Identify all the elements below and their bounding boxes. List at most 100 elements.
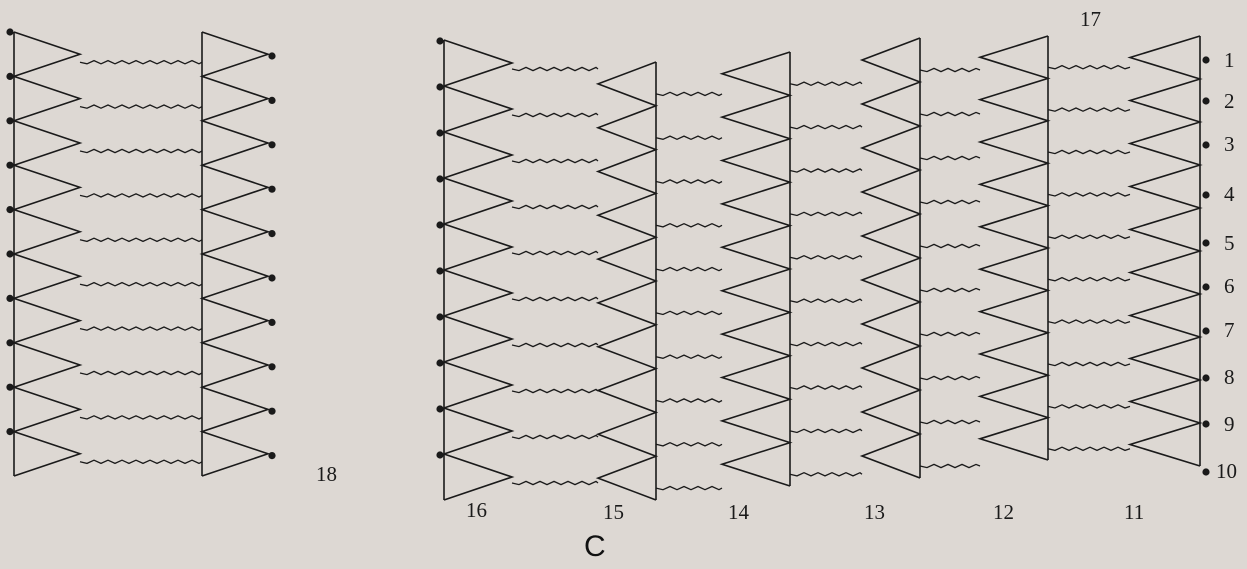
wire (1047, 361, 1131, 367)
terminal-dot (268, 318, 276, 326)
wire (511, 112, 599, 118)
column-label-17: 17 (1080, 7, 1101, 31)
terminal-dot (6, 117, 14, 125)
row-label-3: 3 (1224, 132, 1235, 156)
wire (655, 179, 723, 184)
triangle-ladder-14 (719, 51, 793, 487)
wire (919, 463, 981, 469)
wire (511, 388, 599, 394)
wire (79, 193, 203, 198)
terminal-dot (436, 221, 444, 229)
terminal-dot (436, 267, 444, 275)
wire (511, 296, 599, 302)
wire (919, 419, 981, 425)
row-label-7: 7 (1224, 318, 1235, 342)
row-label-4: 4 (1224, 182, 1235, 206)
wire (655, 398, 723, 403)
terminal-dot (268, 230, 276, 238)
wire (655, 441, 723, 447)
terminal-dot (6, 28, 14, 36)
terminal-dot (6, 206, 14, 214)
triangle-ladder-12 (977, 35, 1051, 461)
wire (789, 168, 863, 173)
wire (789, 471, 863, 477)
wire (1047, 149, 1131, 155)
wire (655, 266, 723, 272)
wire (511, 434, 599, 440)
terminal-dot (268, 407, 276, 415)
row-label-8: 8 (1224, 365, 1235, 389)
wire (1047, 319, 1131, 324)
wire (789, 254, 863, 260)
panel-letter: C (584, 530, 606, 563)
wire (79, 415, 203, 420)
wire (1047, 234, 1131, 240)
terminal-dot (268, 141, 276, 149)
terminal-dot (1202, 468, 1210, 476)
wire (1047, 192, 1131, 197)
wire (79, 237, 203, 243)
wire (919, 287, 981, 293)
terminal-dot (268, 274, 276, 282)
column-label-15: 15 (603, 500, 624, 524)
wire (919, 199, 981, 205)
wire (79, 59, 203, 65)
wire (79, 148, 203, 154)
column-label-11: 11 (1124, 500, 1145, 524)
wire (1047, 404, 1131, 409)
terminal-dot (268, 96, 276, 104)
terminal-dot (6, 383, 14, 391)
wire (919, 375, 981, 381)
wire (655, 310, 723, 316)
wire (79, 459, 203, 465)
triangle-ladder-13 (859, 37, 923, 479)
terminal-dot (1202, 239, 1210, 247)
wire (655, 354, 723, 360)
wire (655, 485, 723, 491)
terminal-dot (436, 359, 444, 367)
wire (511, 480, 599, 486)
wire (1047, 64, 1131, 70)
terminal-dot (6, 294, 14, 302)
terminal-dot (1202, 374, 1210, 382)
wire (79, 104, 203, 109)
terminal-dot (1202, 283, 1210, 291)
wire (511, 342, 599, 348)
terminal-dot (1202, 327, 1210, 335)
triangle-ladder-18a (11, 31, 83, 477)
row-label-6: 6 (1224, 274, 1235, 298)
wire (655, 135, 723, 141)
wire (919, 155, 981, 161)
wire (789, 298, 863, 304)
wire (919, 331, 981, 337)
row-label-10: 10 (1216, 459, 1237, 483)
wire (655, 91, 723, 97)
column-label-12: 12 (993, 500, 1014, 524)
terminal-dot (6, 250, 14, 258)
terminal-dot (268, 363, 276, 371)
terminal-dot (6, 161, 14, 169)
wire (79, 370, 203, 376)
wire (511, 204, 599, 210)
row-label-2: 2 (1224, 89, 1235, 113)
wire (919, 67, 981, 73)
column-label-16: 16 (466, 498, 487, 522)
wire (789, 211, 863, 217)
terminal-dot (436, 313, 444, 321)
wire (789, 124, 863, 130)
wire (919, 243, 981, 249)
wire (79, 326, 203, 331)
terminal-dot (1202, 420, 1210, 428)
terminal-dot (436, 451, 444, 459)
wire (1047, 276, 1131, 282)
terminal-dot (6, 339, 14, 347)
triangle-ladder-11 (1127, 35, 1203, 467)
row-label-1: 1 (1224, 48, 1235, 72)
wire (1047, 446, 1131, 452)
triangle-ladder-15 (595, 61, 659, 501)
terminal-dot (1202, 97, 1210, 105)
terminal-dot (1202, 56, 1210, 64)
wire (511, 158, 599, 164)
